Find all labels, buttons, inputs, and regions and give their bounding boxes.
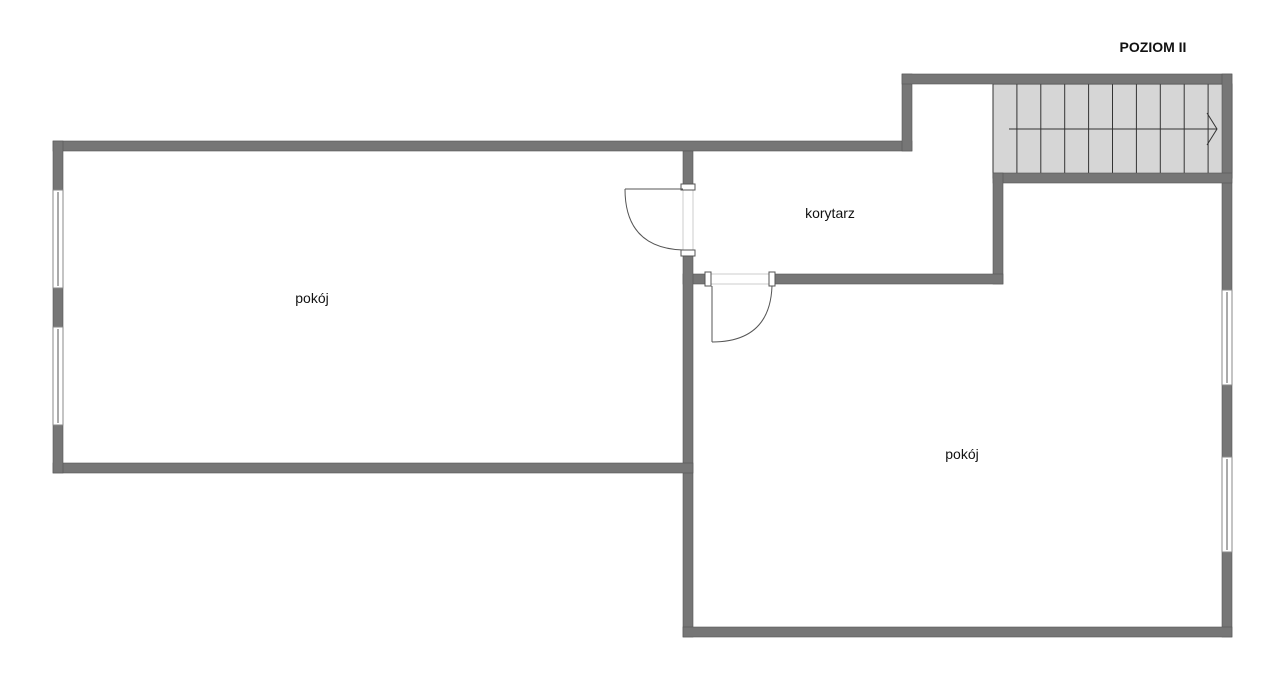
room-label-left-room: pokój: [295, 290, 329, 306]
level-title: POZIOM II: [1119, 39, 1187, 55]
staircase: [992, 83, 1233, 179]
room-label-right-room: pokój: [945, 446, 979, 462]
windows: [52, 189, 1233, 553]
door-left: [624, 183, 696, 257]
door-bottom: [704, 271, 776, 343]
room-label-corridor: korytarz: [805, 205, 855, 221]
